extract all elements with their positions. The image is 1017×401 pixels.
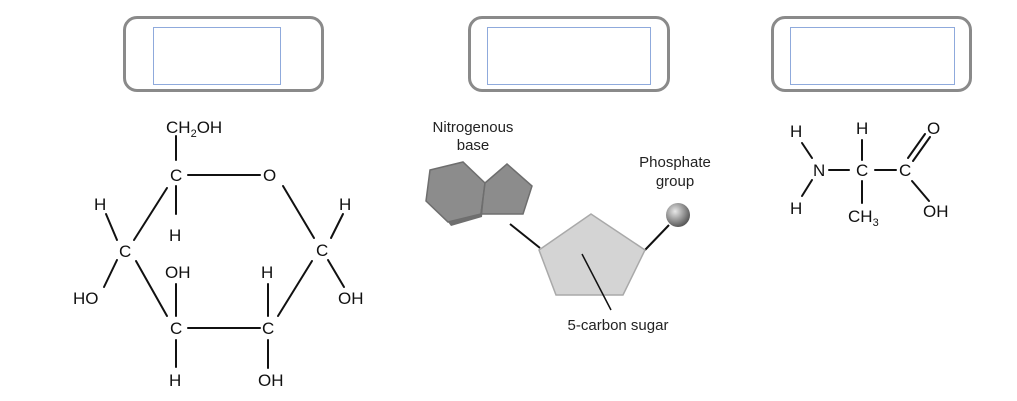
atom-carbonyl-oxygen: O	[927, 119, 940, 138]
atom-c2-hydrogen: H	[261, 263, 273, 282]
atom-carboxyl-hydroxyl: OH	[923, 202, 949, 221]
label-box-2	[468, 16, 670, 92]
phosphate-label-line1: Phosphate	[639, 154, 711, 171]
atom-c5-hydrogen: H	[169, 226, 181, 245]
atom-c4: C	[119, 242, 131, 261]
atom-amine-h-top: H	[790, 122, 802, 141]
sugar-label-pointer	[581, 253, 612, 311]
atom-c3-hydroxyl: OH	[165, 263, 191, 282]
atom-methyl: CH3	[848, 207, 879, 229]
base-label-line2: base	[457, 137, 490, 154]
bond-c4-ho	[103, 259, 118, 288]
label-input-1[interactable]	[153, 27, 281, 85]
atom-carboxyl-carbon: C	[899, 161, 911, 180]
bond-carboxyl-o-2	[912, 136, 931, 162]
bond-c4-h	[105, 213, 118, 241]
atom-c2: C	[262, 319, 274, 338]
atom-c1: C	[316, 241, 328, 260]
sugar-pentagon	[538, 213, 646, 296]
label-input-2[interactable]	[487, 27, 651, 85]
atom-alpha-carbon: C	[856, 161, 868, 180]
bond-c1-oh	[327, 259, 345, 288]
nucleotide-structure: Nitrogenous base Phosphate group 5-carbo…	[425, 119, 711, 334]
label-box-1	[123, 16, 324, 92]
atom-c3-hydrogen: H	[169, 371, 181, 390]
bond-o-c1	[282, 185, 315, 239]
atom-alpha-h: H	[856, 119, 868, 138]
atom-amine-h-bottom: H	[790, 199, 802, 218]
atom-c3: C	[170, 319, 182, 338]
atom-c4-hydrogen: H	[94, 195, 106, 214]
bond-c4-c3	[135, 260, 168, 317]
atom-nitrogen: N	[813, 161, 825, 180]
base-pentagon	[480, 163, 533, 215]
base-shadow	[448, 183, 485, 226]
atom-c2-hydroxyl: OH	[258, 371, 284, 390]
sugar-label: 5-carbon sugar	[568, 317, 669, 334]
atom-c1-hydrogen: H	[339, 195, 351, 214]
phosphate-sphere	[666, 203, 690, 227]
sugar-phosphate-link	[644, 224, 670, 251]
glucose-structure: CH2OH C O H H C HO OH C H H C OH C H OH	[73, 118, 364, 390]
bond-carboxyl-oh	[911, 180, 930, 202]
atom-c4-hydroxyl: HO	[73, 289, 99, 308]
bond-c2-c1	[277, 260, 313, 317]
base-sugar-link	[509, 223, 541, 249]
bond-n-h-top	[801, 142, 813, 159]
label-box-3	[771, 16, 972, 92]
bond-carboxyl-o-1	[907, 133, 926, 159]
bond-n-h-bottom	[801, 179, 813, 197]
base-label-line1: Nitrogenous	[433, 119, 514, 136]
bond-c5-c4	[133, 187, 168, 241]
atom-ring-oxygen: O	[263, 166, 276, 185]
base-hexagon	[425, 161, 486, 223]
atom-c1-hydroxyl: OH	[338, 289, 364, 308]
label-input-3[interactable]	[790, 27, 955, 85]
bond-c1-h	[330, 213, 344, 239]
alanine-structure: H N H H C CH3 C O OH	[790, 119, 949, 229]
atom-c5: C	[170, 166, 182, 185]
atom-ch2oh: CH2OH	[166, 118, 222, 140]
phosphate-label-line2: group	[656, 173, 694, 190]
